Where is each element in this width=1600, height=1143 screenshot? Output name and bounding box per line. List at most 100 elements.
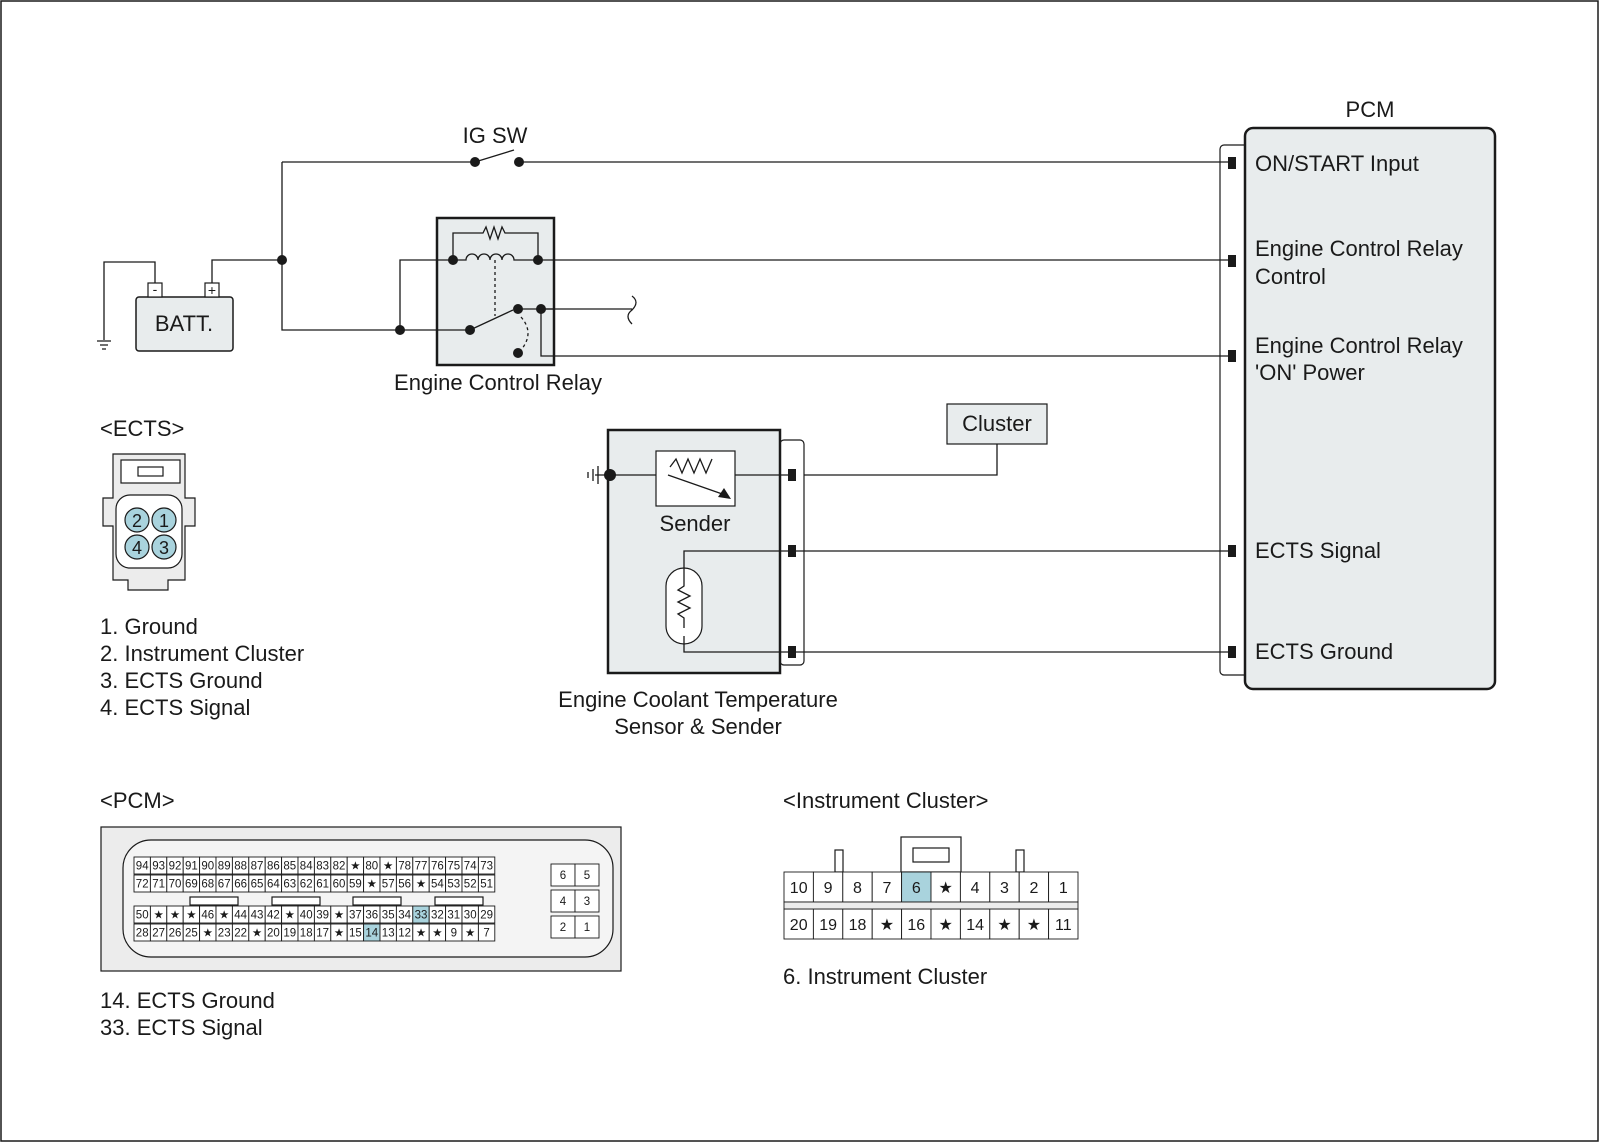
pcm-pin-label: 22 [234,928,247,940]
pcm-title: PCM [1346,97,1395,122]
pcm-pin-label: ★ [350,861,360,873]
pcm-pin-label: 52 [464,879,477,891]
cluster-pin-label: 7 [882,880,891,897]
cluster-pin-label: 8 [853,880,862,897]
ects-pin-3 [151,534,177,560]
pcm-pin-label: 89 [218,861,231,873]
ects-connector-face [115,494,183,569]
pcm-pin-label: ★ [383,861,393,873]
pcm-pin-label: 50 [136,910,149,922]
pcm-pin-label: 93 [152,861,165,873]
pcm-pin-label: 87 [251,861,264,873]
cluster-pin-label: ★ [1027,917,1041,934]
pcm-terminal [1228,646,1236,658]
cluster-connector-title: <Instrument Cluster> [783,788,988,813]
pcm-terminal [1228,545,1236,557]
pcm-pin-label: 54 [431,879,444,891]
cluster-pin-label: 3 [1000,880,1009,897]
junction [395,325,405,335]
pcm-connector-key [271,896,321,906]
cluster-pin-cell [871,871,903,903]
pcm-connector-key [352,896,402,906]
pcm-pin-label: 69 [185,879,198,891]
ects-legend-item: 1. Ground [100,614,198,639]
pcm-connector-key [434,896,484,906]
battery-pos-sign: + [208,282,216,298]
pcm-side-pin-label: 2 [560,922,566,934]
cluster-box: Cluster [792,403,1048,476]
pcm-pin-label: ★ [367,879,377,891]
battery-ground-wire [103,261,156,340]
pcm-pin-label: 37 [349,910,362,922]
cluster-pin-cell [989,871,1020,903]
cluster-pin-cell [812,871,844,903]
relay-contact [513,348,523,358]
ects-pin-2 [124,507,150,533]
cluster-pin-cell [1018,871,1050,903]
pcm-pin-label: 78 [398,861,411,873]
pcm-side-pin-label: 3 [584,896,590,908]
pcm-pin-label: 61 [316,879,329,891]
pcm-pin-label: 53 [447,879,460,891]
cluster-connector-post [834,849,844,873]
cluster-pin-label: 6 [912,880,921,897]
cluster-label: Cluster [962,411,1032,436]
battery-label: BATT. [155,311,213,336]
pcm-pin-label: 66 [234,879,247,891]
pcm-pin-label: ★ [153,910,163,922]
pcm-pin-label: 83 [316,861,329,873]
cluster-wire [792,444,998,476]
ground-point [604,469,616,481]
pcm-pin-label: 65 [251,879,264,891]
ground-symbol [587,466,604,484]
cluster-pin-label: ★ [880,917,894,934]
pcm-pin-label: 77 [415,861,428,873]
pcm-pin-label: 17 [316,928,329,940]
pcm-pin-label: 13 [382,928,395,940]
pcm-pin-label: 39 [316,910,329,922]
cluster-pin-cell [901,871,932,903]
cluster-pin-label: 2 [1029,880,1038,897]
pcm-pin-label: ★ [334,928,344,940]
cluster-pin-cell [930,908,961,940]
pcm-pin-label: 57 [382,879,395,891]
pcm-body [1243,126,1497,691]
cluster-pin-cell [812,908,844,940]
ects-pin-label: 3 [159,538,169,558]
cluster-pin-label: 9 [824,880,833,897]
relay-resistor [452,224,539,260]
ects-ground-wire-internal [683,636,792,653]
pcm-pin-label: 36 [365,910,378,922]
pcm-pin-label: 86 [267,861,280,873]
batt-positive-wire [211,259,282,283]
pcm-pin-label: 67 [218,879,231,891]
pcm-side-pin-label: 6 [560,870,566,882]
ect-terminal [788,469,796,481]
pcm-pin-label: 42 [267,910,280,922]
pcm-terminal [1228,157,1236,169]
pcm-pin-label: ★ [334,910,344,922]
cluster-pin-label: 14 [966,917,984,934]
ects-legend-item: 3. ECTS Ground [100,668,263,693]
pcm-pin-label: 23 [218,928,231,940]
battery-neg-sign: - [153,281,158,297]
ig-switch-blade [474,149,515,163]
pcm-connector-title: <PCM> [100,788,175,813]
cluster-pin-cell [871,908,903,940]
pcm-pin-label: 72 [136,879,149,891]
cluster-pin-cell [1048,871,1079,903]
pcm-pin-label: ★ [186,910,196,922]
pcm-pin-label: 46 [201,910,214,922]
pcm-pin-label: 20 [267,928,280,940]
pcm-pin-label: 73 [480,861,493,873]
ects-connector-title: <ECTS> [100,416,184,441]
relay-on-power-wire [540,309,1228,357]
pcm-connector-key [189,896,239,906]
cluster-pin-label: 10 [790,880,808,897]
pcm-pin-label: ★ [170,910,180,922]
pcm-pin-label: 62 [300,879,313,891]
